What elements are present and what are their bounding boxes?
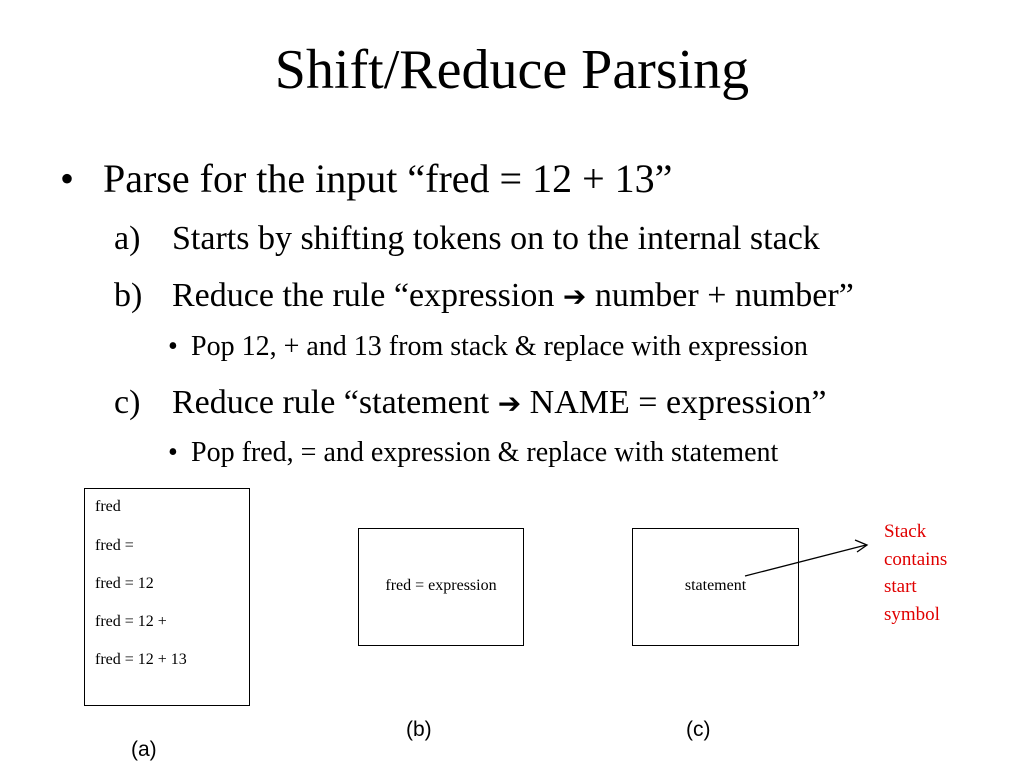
bullet-text: Parse for the input “fred = 12 + 13” bbox=[103, 156, 673, 201]
start-symbol-note: Stack contains start symbol bbox=[884, 518, 947, 628]
note-line: contains bbox=[884, 548, 948, 570]
stack-a-line: fred bbox=[95, 498, 121, 515]
slide-title: Shift/Reduce Parsing bbox=[274, 39, 750, 101]
bullet-marker: • bbox=[60, 156, 75, 201]
stack-b-content: fred = expression bbox=[385, 577, 497, 594]
step-c-text-after: NAME = expression” bbox=[529, 384, 827, 421]
note-line: start bbox=[884, 576, 917, 597]
step-a-marker: a) bbox=[114, 220, 141, 257]
note-line: symbol bbox=[884, 603, 940, 625]
note-line: Stack bbox=[884, 521, 927, 542]
caption-b: (b) bbox=[406, 718, 432, 741]
stack-box-c: statement bbox=[632, 528, 799, 646]
step-c-text: Reduce rule “statement ➔ NAME = expressi… bbox=[172, 383, 826, 424]
stack-c-content: statement bbox=[684, 577, 747, 594]
stack-box-a: fred fred = fred = 12 fred = 12 + fred =… bbox=[84, 488, 250, 706]
caption-c: (c) bbox=[686, 718, 711, 741]
step-a-text: Starts by shifting tokens on to the inte… bbox=[172, 220, 820, 257]
step-c-marker: c) bbox=[114, 384, 141, 421]
caption-a: (a) bbox=[131, 738, 157, 761]
stack-box-b: fred = expression bbox=[358, 528, 524, 646]
subbullet-c-text: Pop fred, = and expression & replace wit… bbox=[191, 437, 779, 468]
step-b-text-before: Reduce the rule “expression bbox=[172, 277, 555, 314]
subbullet-b-marker: • bbox=[168, 331, 178, 362]
step-c-text-before: Reduce rule “statement bbox=[172, 384, 490, 421]
step-b-marker: b) bbox=[114, 277, 143, 314]
step-b-text: Reduce the rule “expression ➔ number + n… bbox=[172, 276, 854, 317]
right-arrow-icon: ➔ bbox=[497, 387, 522, 420]
step-b-text-after: number + number” bbox=[594, 277, 854, 314]
subbullet-b-text: Pop 12, + and 13 from stack & replace wi… bbox=[191, 331, 808, 362]
subbullet-c-marker: • bbox=[168, 437, 178, 468]
right-arrow-icon: ➔ bbox=[562, 280, 587, 313]
stack-a-line: fred = 12 bbox=[95, 575, 154, 592]
stack-a-line: fred = 12 + 13 bbox=[95, 651, 187, 668]
stack-a-line: fred = 12 + bbox=[95, 613, 167, 630]
stack-a-line: fred = bbox=[95, 537, 134, 554]
